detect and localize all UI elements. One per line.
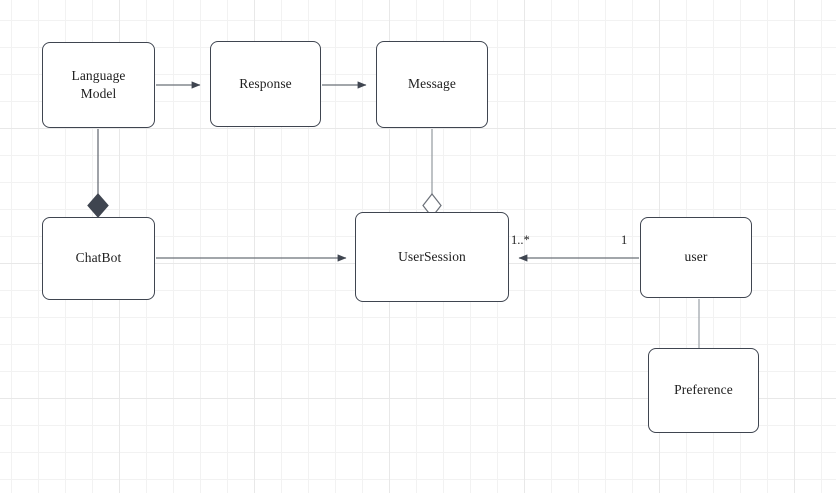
edge-language-model-to-chatbot xyxy=(87,129,109,218)
node-usersession[interactable]: UserSession xyxy=(355,212,509,302)
node-response[interactable]: Response xyxy=(210,41,321,127)
node-label-message: Message xyxy=(408,76,456,92)
node-message[interactable]: Message xyxy=(376,41,488,128)
node-label-language-model: Language Model xyxy=(71,67,126,101)
edge-label-multiplicity-many: 1..* xyxy=(511,233,530,247)
node-chatbot[interactable]: ChatBot xyxy=(42,217,155,300)
node-label-response: Response xyxy=(239,75,292,91)
node-label-user: user xyxy=(684,249,708,265)
node-label-usersession: UserSession xyxy=(398,248,466,264)
node-language-model[interactable]: Language Model xyxy=(42,42,155,128)
node-preference[interactable]: Preference xyxy=(648,348,759,433)
edge-label-multiplicity-one: 1 xyxy=(621,233,628,247)
node-label-chatbot: ChatBot xyxy=(75,250,122,266)
filled-diamond-icon xyxy=(87,193,109,218)
edge-message-to-usersession xyxy=(422,129,442,218)
node-label-preference: Preference xyxy=(674,382,733,398)
node-user[interactable]: user xyxy=(640,217,752,298)
